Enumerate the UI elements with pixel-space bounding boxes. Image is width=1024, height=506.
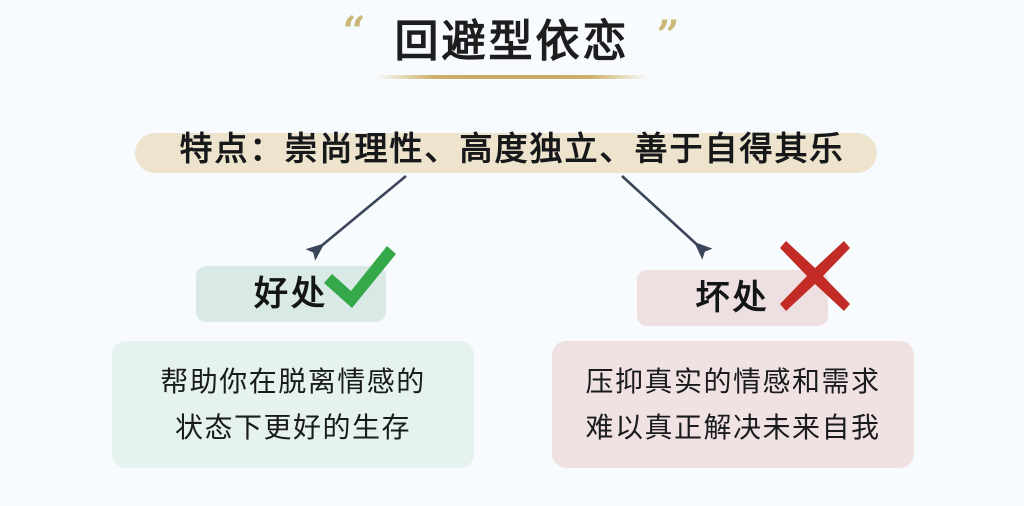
drawbacks-pill-label: 坏处 [695, 279, 770, 317]
check-mark-icon [324, 246, 396, 308]
title-row: “ 回避型依恋 ” [343, 12, 680, 69]
page-title: 回避型依恋 [394, 16, 630, 67]
drawbacks-card: 压抑真实的情感和需求 难以真正解决未来自我 [552, 341, 914, 468]
arrow-to-benefits [305, 174, 407, 261]
title-underline-rule [376, 75, 648, 79]
drawbacks-card-line-1: 压抑真实的情感和需求 [585, 366, 881, 398]
benefits-pill: 好处 [196, 266, 386, 322]
close-quote-icon: ” [656, 12, 680, 59]
open-quote-icon: “ [342, 8, 366, 55]
drawbacks-card-line-2: 难以真正解决未来自我 [585, 411, 881, 443]
title-block: “ 回避型依恋 ” [0, 12, 1024, 79]
arrow-to-drawbacks [621, 175, 713, 260]
subtitle-text: 特点：崇尚理性、高度独立、善于自得其乐 [179, 130, 845, 167]
benefits-pill-label: 好处 [254, 275, 328, 313]
benefits-card-line-1: 帮助你在脱离情感的 [160, 366, 426, 398]
subtitle-highlight-band [135, 133, 877, 173]
benefits-card-line-2: 状态下更好的生存 [174, 411, 411, 443]
cross-mark-icon [780, 241, 850, 311]
benefits-card: 帮助你在脱离情感的 状态下更好的生存 [112, 341, 474, 468]
